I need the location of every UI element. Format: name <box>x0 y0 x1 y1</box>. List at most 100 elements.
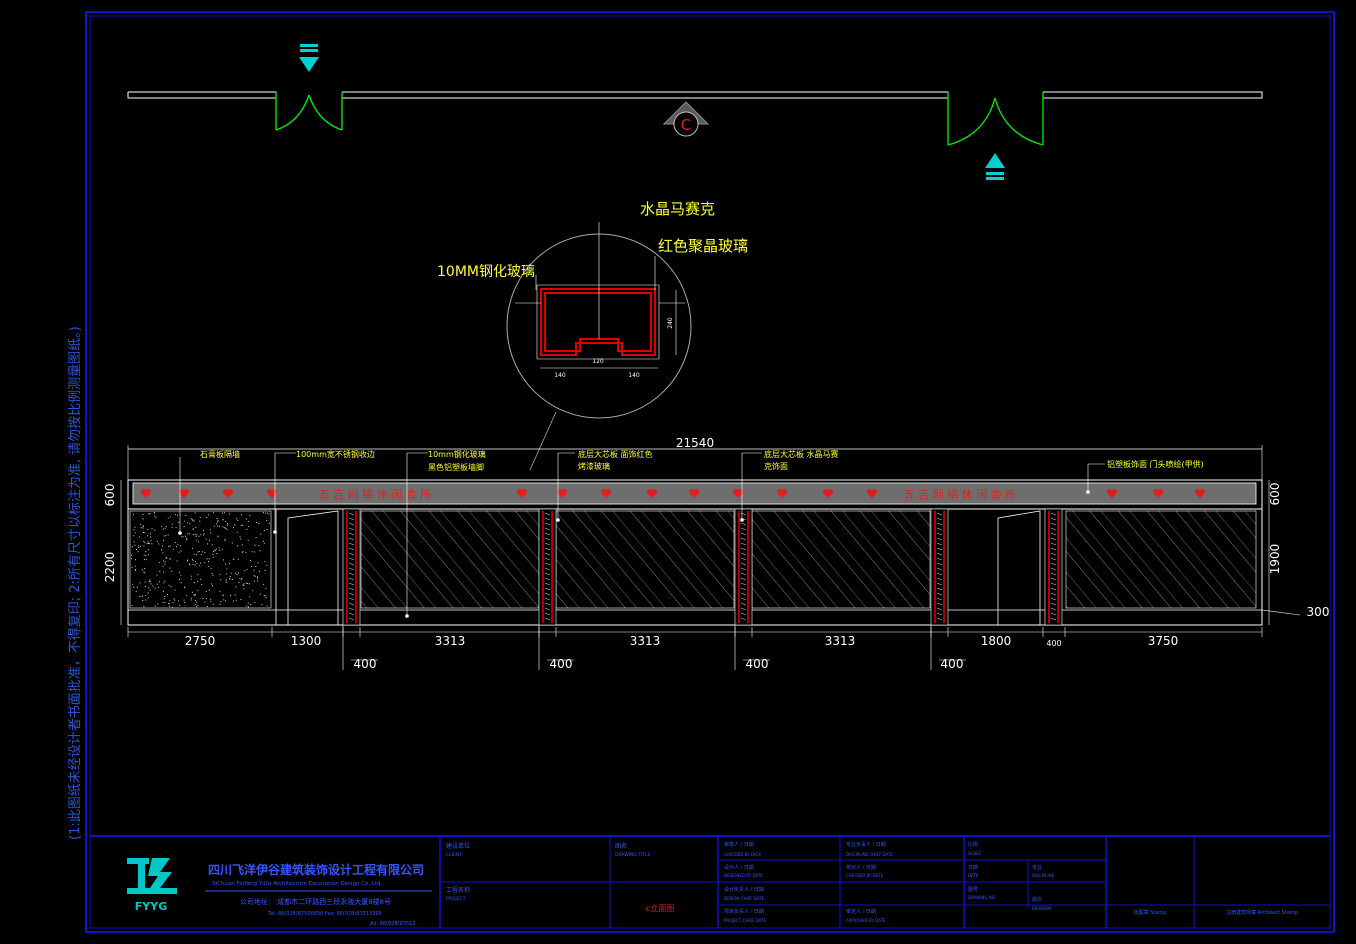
stone-speckle <box>196 534 198 536</box>
stone-speckle <box>220 601 222 603</box>
stone-speckle <box>227 524 229 526</box>
stone-speckle <box>200 562 201 564</box>
stone-speckle <box>203 533 205 535</box>
stone-speckle <box>196 562 198 564</box>
stone-speckle <box>249 596 251 598</box>
stone-speckle <box>171 526 173 528</box>
stone-speckle <box>192 560 194 562</box>
section-marker-label: C <box>681 116 691 134</box>
stone-speckle <box>197 580 199 582</box>
stone-speckle <box>162 590 164 592</box>
section-marker-c: C <box>662 101 710 137</box>
stone-speckle <box>163 540 164 542</box>
stone-speckle <box>192 528 194 530</box>
stone-speckle <box>192 591 193 593</box>
company-tel-2: Ad: 86(028)87512 <box>370 921 416 927</box>
stone-speckle <box>150 540 152 542</box>
stone-speckle <box>233 558 235 560</box>
stone-speckle <box>193 553 195 555</box>
stone-speckle <box>199 565 201 567</box>
stone-speckle <box>202 598 204 599</box>
stone-speckle <box>162 528 164 530</box>
svg-text:DISCIPLINE CHIEF DATE: DISCIPLINE CHIEF DATE <box>846 852 893 857</box>
stone-speckle <box>164 561 166 563</box>
stone-speckle <box>235 586 237 588</box>
stone-speckle <box>203 534 205 536</box>
dim-3313-a: 3313 <box>435 634 466 648</box>
stone-speckle <box>192 534 194 536</box>
stone-speckle <box>189 564 191 566</box>
stone-speckle <box>131 605 133 606</box>
stone-speckle <box>159 570 161 572</box>
stone-speckle <box>264 569 266 571</box>
stone-speckle <box>242 551 244 553</box>
stone-speckle <box>220 579 222 581</box>
stone-speckle <box>217 536 219 538</box>
stone-speckle <box>243 584 245 586</box>
stone-speckle <box>178 600 179 602</box>
stone-speckle <box>164 596 166 597</box>
company-name-cn: 四川飞洋伊谷建筑装饰设计工程有限公司 <box>208 862 424 877</box>
stone-speckle <box>201 584 203 586</box>
stone-speckle <box>169 600 171 602</box>
heart-ornament <box>688 489 700 498</box>
client-sub: CLIENT <box>446 852 462 858</box>
stone-speckle <box>254 544 256 546</box>
stone-speckle <box>145 555 147 557</box>
stone-speckle <box>142 527 144 529</box>
stone-speckle <box>206 517 208 518</box>
stone-speckle <box>268 522 270 524</box>
stone-speckle <box>171 570 173 572</box>
stone-speckle <box>189 522 191 524</box>
label-tempered-glass: 10MM钢化玻璃 <box>437 263 535 280</box>
stone-speckle <box>143 554 145 556</box>
dim-3313-c: 3313 <box>825 634 856 648</box>
stone-speckle <box>137 551 139 553</box>
stone-speckle <box>223 559 224 561</box>
stone-speckle <box>265 512 267 514</box>
stone-speckle <box>143 541 145 542</box>
stone-speckle <box>191 559 193 561</box>
inner-frame <box>89 15 1331 929</box>
stone-speckle <box>211 583 212 585</box>
heart-ornament <box>178 489 190 498</box>
detail-dim-1: 140 <box>554 372 566 379</box>
stone-speckle <box>187 533 189 535</box>
stone-speckle <box>169 605 170 607</box>
company-tel: Tel: 86(028)87506850 Fax: 86(028)8751326… <box>267 911 382 917</box>
stone-speckle <box>240 525 242 526</box>
stone-speckle <box>251 551 253 553</box>
stone-speckle <box>242 524 244 526</box>
stone-speckle <box>237 519 239 521</box>
stone-speckle <box>167 534 169 536</box>
stone-speckle <box>164 580 166 582</box>
stone-speckle <box>151 527 153 529</box>
stone-speckle <box>170 586 172 588</box>
stone-speckle <box>175 527 177 529</box>
stone-speckle <box>147 541 149 543</box>
stone-speckle <box>241 577 243 579</box>
stone-speckle <box>169 545 171 547</box>
stone-speckle <box>133 586 135 588</box>
svg-text:DRAWING NO.: DRAWING NO. <box>968 895 996 900</box>
stone-speckle <box>171 523 173 525</box>
stone-speckle <box>219 590 221 592</box>
stone-speckle <box>200 534 202 536</box>
stone-speckle <box>134 569 136 571</box>
heart-ornament <box>776 489 788 498</box>
stone-speckle <box>194 594 196 596</box>
stone-speckle <box>174 541 176 543</box>
stone-speckle <box>193 582 195 584</box>
stone-speckle <box>263 512 264 514</box>
stone-speckle <box>207 543 208 545</box>
stone-speckle <box>190 597 192 599</box>
stone-speckle <box>195 561 196 563</box>
stone-speckle <box>144 581 146 583</box>
stone-speckle <box>255 537 257 539</box>
stone-speckle <box>161 525 163 527</box>
stone-speckle <box>169 558 171 560</box>
stone-speckle <box>234 524 236 526</box>
client-label: 建设单位 <box>446 842 470 850</box>
stone-speckle <box>149 589 151 591</box>
stone-speckle <box>131 554 132 556</box>
